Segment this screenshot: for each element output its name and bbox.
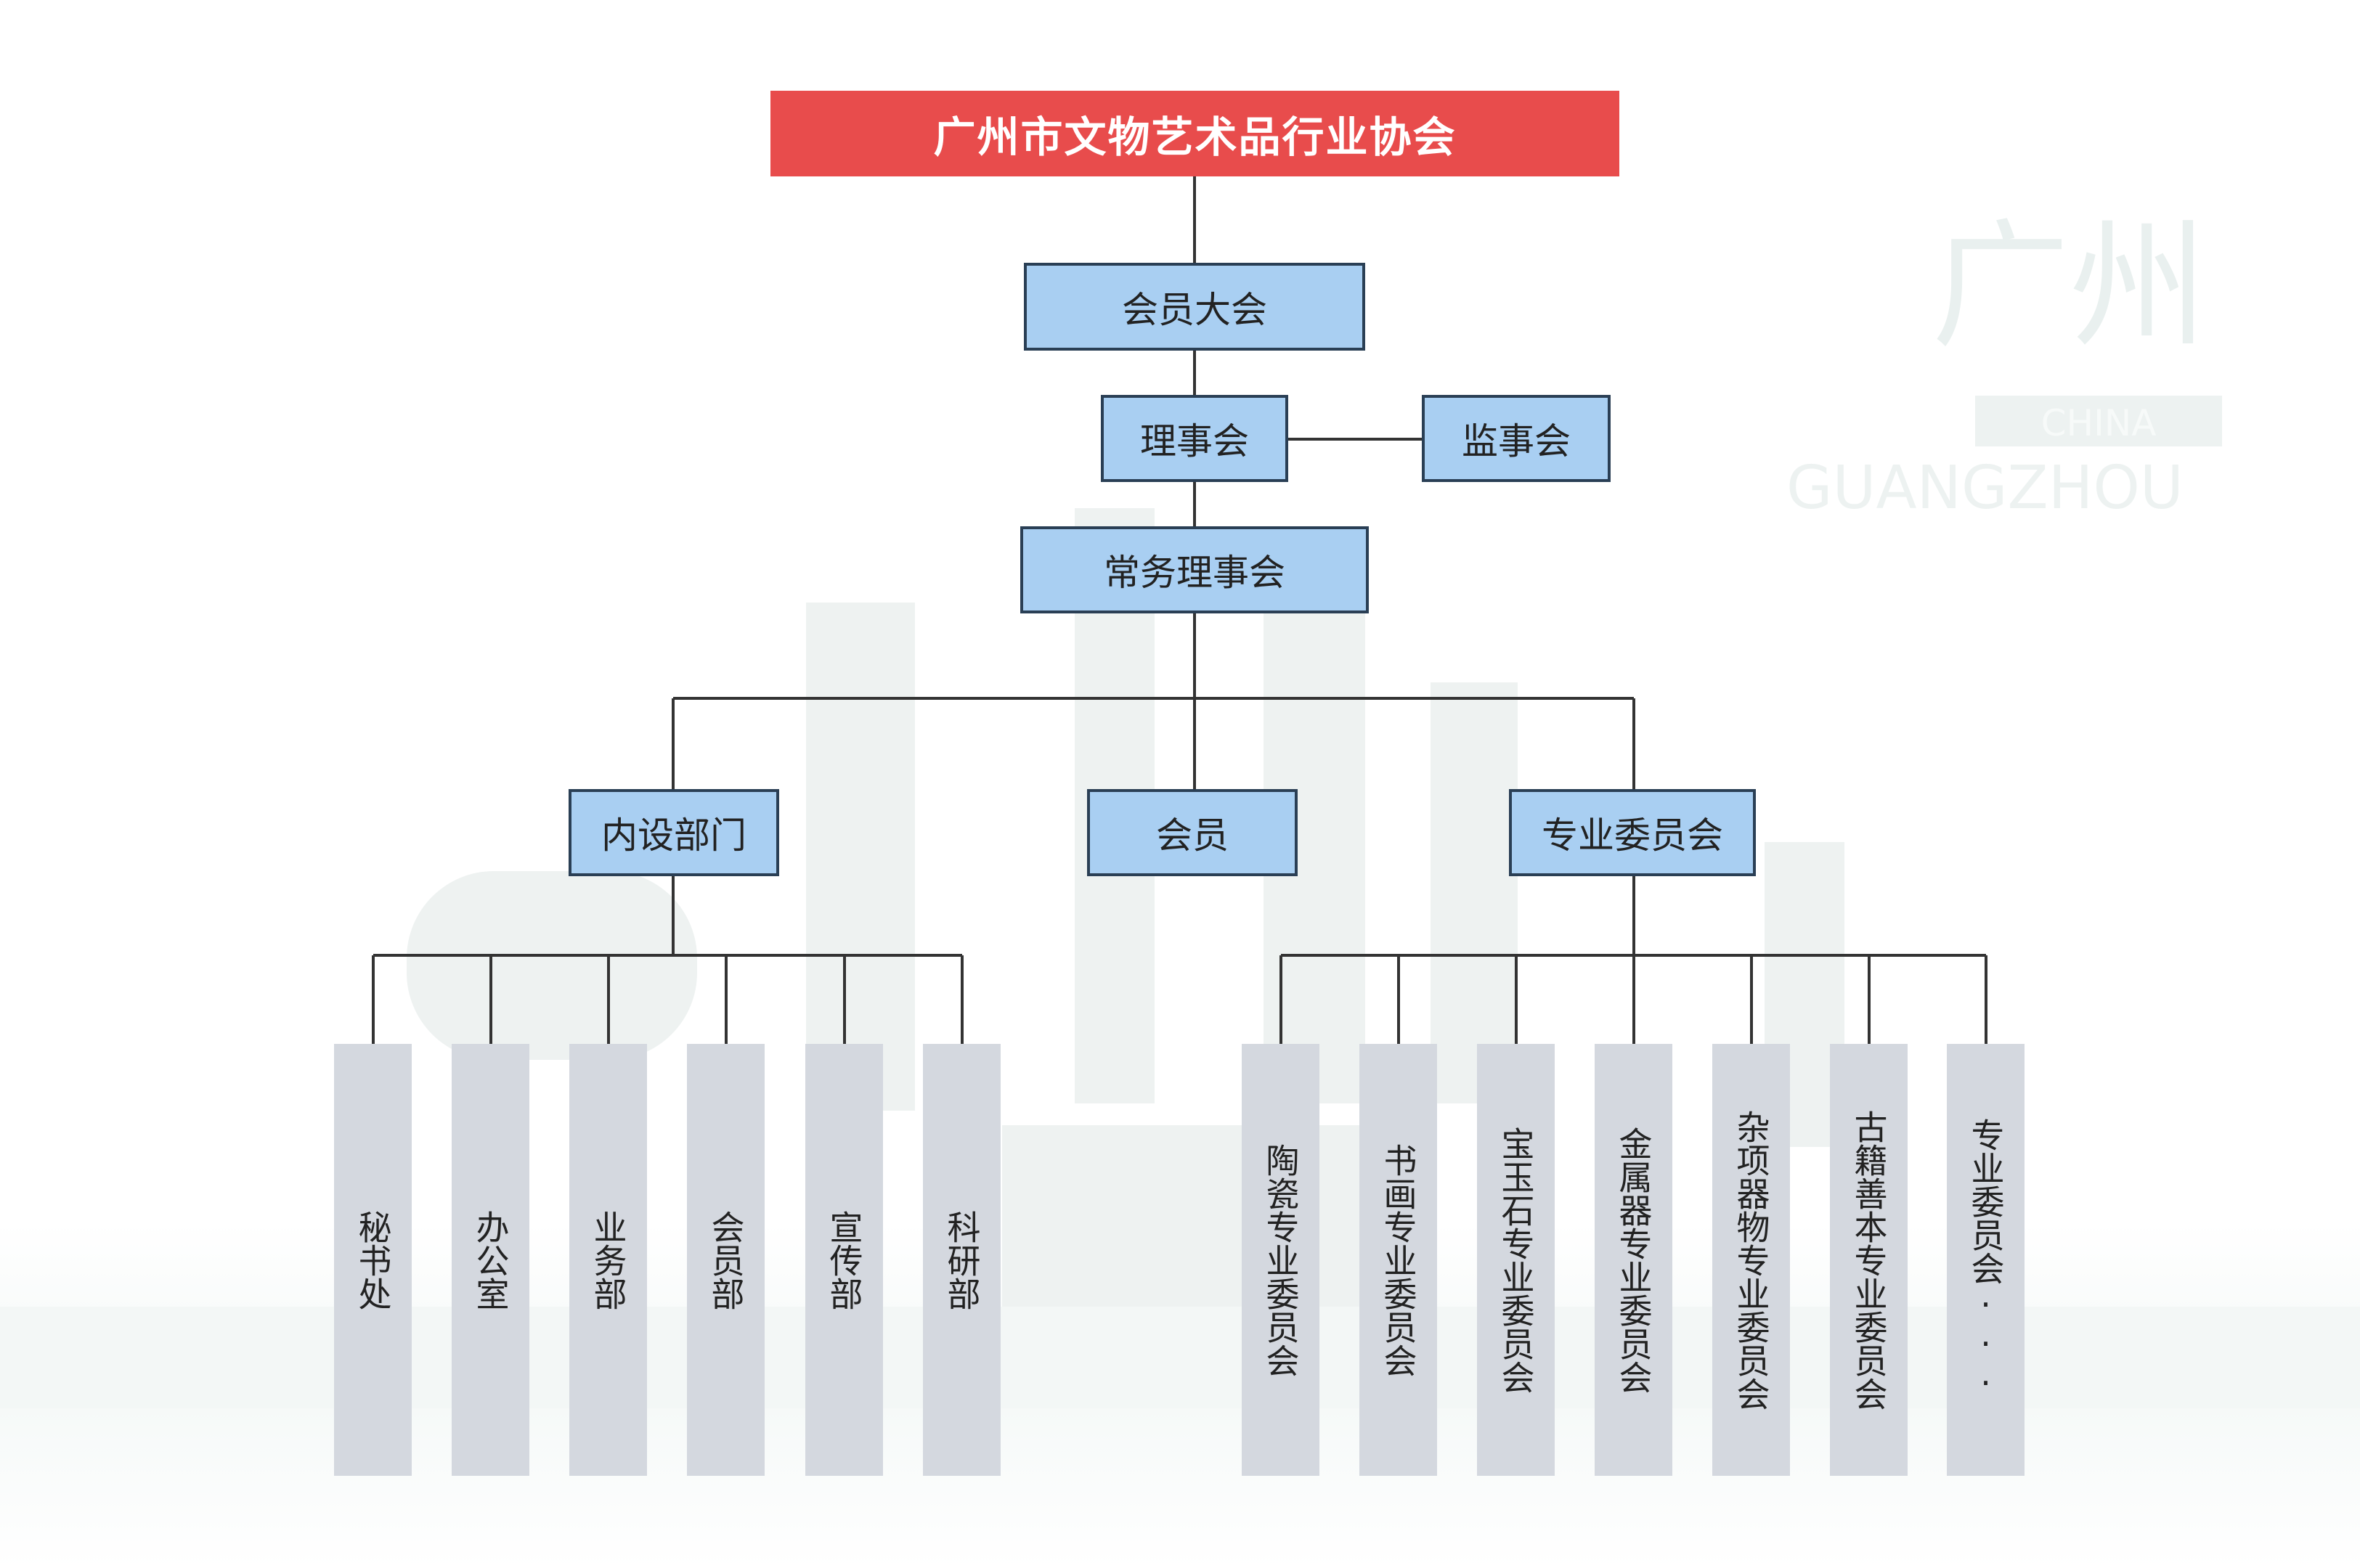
committee-leaf: 宝玉石专业委员会 — [1477, 1044, 1555, 1476]
watermark-country-text: CHINA — [2041, 402, 2157, 444]
dept-leaf: 办公室 — [452, 1044, 529, 1476]
node-members: 会员 — [1087, 789, 1298, 876]
committee-leaf: 专业委员会··· — [1947, 1044, 2025, 1476]
committee-leaf: 金属器专业委员会 — [1595, 1044, 1672, 1476]
dept-leaf: 秘书处 — [334, 1044, 412, 1476]
org-title: 广州市文物艺术品行业协会 — [770, 91, 1619, 176]
committee-leaf: 陶瓷专业委员会 — [1242, 1044, 1319, 1476]
node-internal-departments: 内设部门 — [569, 789, 779, 876]
node-council: 理事会 — [1101, 395, 1288, 482]
committee-leaf: 书画专业委员会 — [1359, 1044, 1437, 1476]
dept-leaf: 科研部 — [923, 1044, 1001, 1476]
node-standing-council: 常务理事会 — [1020, 526, 1369, 613]
dept-leaf: 会员部 — [687, 1044, 765, 1476]
node-general-assembly: 会员大会 — [1024, 263, 1365, 351]
committee-leaf: 古籍善本专业委员会 — [1830, 1044, 1908, 1476]
watermark-city-text: 广州 — [1932, 206, 2208, 367]
dept-leaf: 业务部 — [569, 1044, 647, 1476]
node-special-committees: 专业委员会 — [1509, 789, 1756, 876]
dept-leaf: 宣传部 — [805, 1044, 883, 1476]
committee-leaf: 杂项器物专业委员会 — [1712, 1044, 1790, 1476]
watermark-city-en-text: GUANGZHOU — [1786, 454, 2184, 523]
node-supervisory-board: 监事会 — [1422, 395, 1611, 482]
